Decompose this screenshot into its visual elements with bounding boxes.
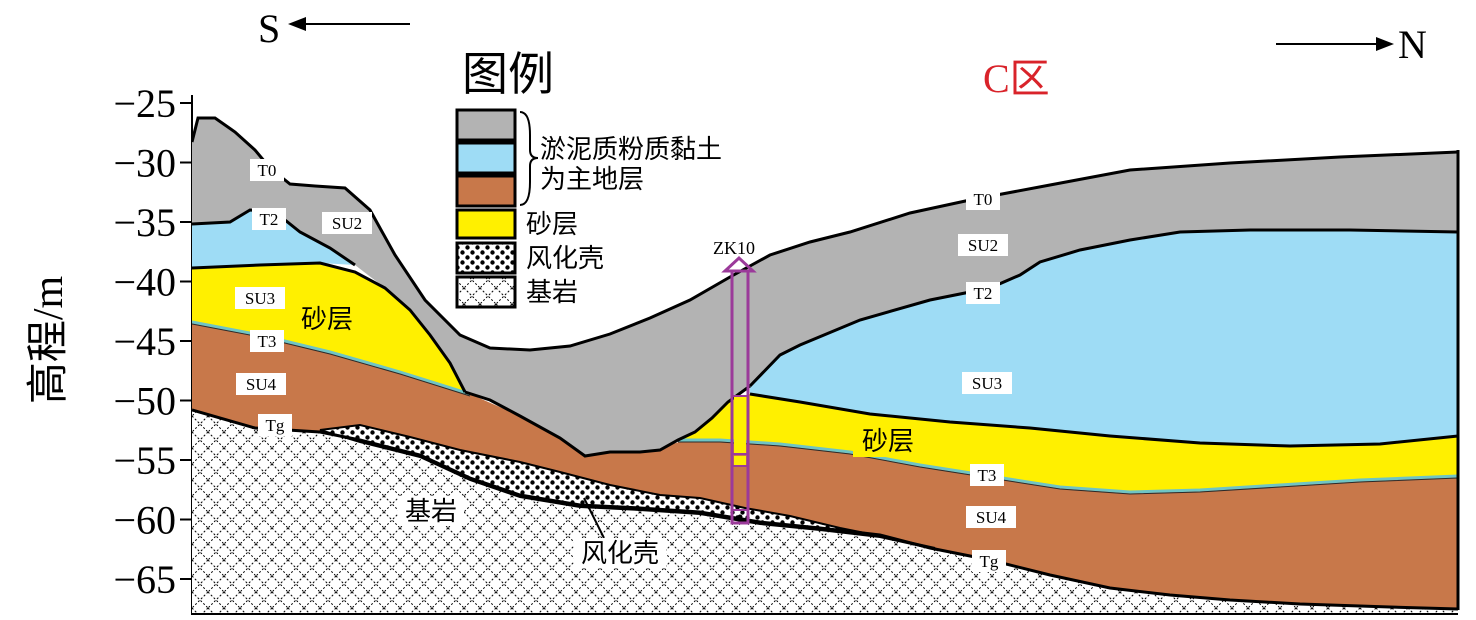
y-tick-label: −45 <box>113 319 176 364</box>
legend: 图例 淤泥质粉质黏土 为主地层 砂层 风化壳 基岩 <box>455 49 722 309</box>
y-axis: 高程/m −25 −30 −35 −40 −45 −50 −55 −60 −65 <box>26 81 193 615</box>
label-box <box>972 550 1006 572</box>
y-tick-label: −55 <box>113 438 176 483</box>
label-box <box>970 464 1004 486</box>
label-su3-north: SU3 <box>972 374 1002 393</box>
su3-sand-boundary-north <box>749 392 1458 448</box>
north-arrow-icon <box>1376 37 1394 51</box>
y-tick-label: −40 <box>113 260 176 305</box>
legend-sand-label: 砂层 <box>526 210 578 239</box>
borehole-sand-segment-2 <box>734 456 746 466</box>
y-axis-ticks: −25 −30 −35 −40 −45 −50 −55 −60 −65 <box>113 81 192 602</box>
legend-group-line2: 为主地层 <box>540 165 644 194</box>
label-su2-south: SU2 <box>332 214 362 233</box>
y-tick-label: −50 <box>113 379 176 424</box>
borehole-crust-dot <box>737 514 743 520</box>
label-box <box>322 212 372 234</box>
y-tick-label: −35 <box>113 200 176 245</box>
su4-layer <box>192 322 1458 609</box>
label-bedrock: 基岩 <box>405 497 457 526</box>
label-su4-south: SU4 <box>246 375 277 394</box>
label-box <box>252 208 286 230</box>
legend-bedrock-label: 基岩 <box>526 278 578 307</box>
borehole-label: ZK10 <box>713 238 755 258</box>
direction-north: N <box>1276 22 1427 67</box>
label-box <box>966 282 1000 304</box>
y-tick-label: −25 <box>113 81 176 126</box>
label-box <box>236 373 286 395</box>
sand-layer-north <box>678 394 1458 492</box>
weathered-pointer-line <box>583 497 605 539</box>
label-box <box>958 234 1008 256</box>
label-weathered: 风化壳 <box>581 539 659 568</box>
label-box <box>250 159 284 181</box>
legend-weathered-label: 风化壳 <box>526 244 604 273</box>
su2-layer <box>192 118 1458 456</box>
label-su4-north: SU4 <box>976 508 1007 527</box>
t3-horizon-south <box>192 320 471 396</box>
label-su3-south: SU3 <box>245 289 275 308</box>
label-box <box>235 287 285 309</box>
legend-group-line1: 淤泥质粉质黏土 <box>540 135 722 164</box>
borehole-sand-segment <box>734 396 746 454</box>
t3-outline-north <box>678 441 1458 495</box>
label-box <box>962 372 1012 394</box>
label-box <box>574 538 666 568</box>
y-tick-label: −30 <box>113 141 176 186</box>
legend-title: 图例 <box>462 49 554 100</box>
su3-sand-boundary-south <box>192 261 467 393</box>
label-sand-south: 砂层 <box>301 305 353 334</box>
legend-swatch-blue <box>455 141 517 175</box>
label-t2-south: T2 <box>260 210 279 229</box>
region-title: C区 <box>983 56 1050 101</box>
label-box <box>853 425 923 457</box>
label-t0-north: T0 <box>974 190 993 209</box>
y-axis-label: 高程/m <box>26 276 72 405</box>
legend-swatch-bedrock <box>455 275 517 309</box>
label-box <box>966 506 1016 528</box>
label-su2-north: SU2 <box>968 236 998 255</box>
su3-layer-south <box>192 210 355 268</box>
label-tg-north: Tg <box>980 552 999 571</box>
label-box <box>294 304 360 334</box>
label-sand-north: 砂层 <box>862 427 914 456</box>
strata <box>192 116 1458 615</box>
label-t3-south: T3 <box>258 332 277 351</box>
legend-swatch-brown <box>455 174 517 208</box>
y-tick-label: −65 <box>113 557 176 602</box>
borehole-zk10: ZK10 <box>713 238 757 525</box>
label-box <box>258 414 292 436</box>
bedrock-layer <box>192 410 1458 615</box>
legend-swatch-sand <box>455 208 517 240</box>
su3-layer-north <box>750 230 1458 446</box>
label-t0-south: T0 <box>258 161 277 180</box>
label-t2-north: T2 <box>974 284 993 303</box>
channel-base-line <box>464 384 751 458</box>
t3-horizon-north <box>678 438 1458 494</box>
legend-swatch-weathered <box>455 241 517 275</box>
label-box <box>250 330 284 352</box>
label-box <box>966 188 1000 210</box>
north-label: N <box>1398 22 1427 67</box>
legend-brace-icon <box>519 111 539 206</box>
label-t3-north: T3 <box>978 466 997 485</box>
label-box <box>398 496 464 526</box>
t3-outline-south <box>192 323 471 397</box>
south-label: S <box>258 6 280 51</box>
section-labels: T0 T2 SU2 SU3 砂层 T3 SU4 Tg 基岩 风化壳 T0 SU2… <box>235 159 1016 572</box>
y-tick-label: −60 <box>113 498 176 543</box>
legend-swatch-gray <box>455 108 517 142</box>
t2-line-north <box>748 228 1458 388</box>
tg-line <box>192 408 1458 611</box>
south-arrow-icon <box>288 17 306 31</box>
direction-south: S <box>258 6 410 51</box>
borehole-arrow-icon <box>721 255 757 273</box>
label-tg-south: Tg <box>266 416 285 435</box>
